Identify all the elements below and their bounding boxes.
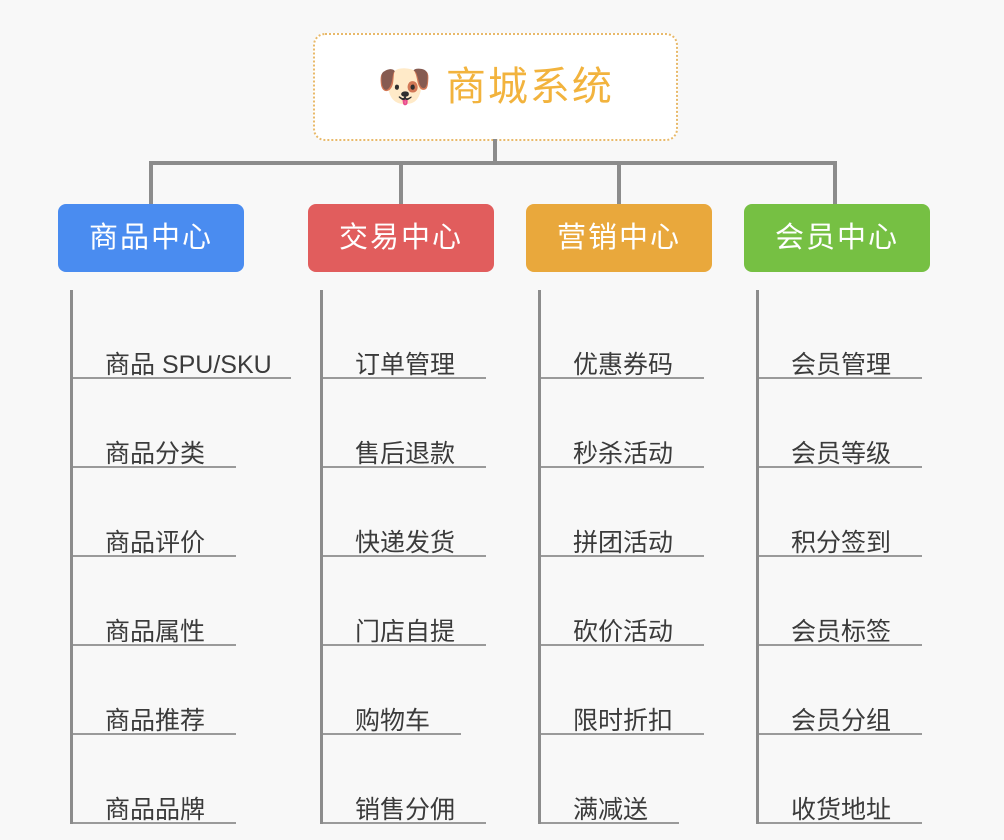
branch-trade-center: 交易中心 订单管理 售后退款 快递发货 门店自提 购物车 [308,204,494,824]
branch-items-member-center: 会员管理 会员等级 积分签到 会员标签 会员分组 收货地址 [756,290,930,824]
list-item-label: 商品评价 [105,528,206,557]
list-item[interactable]: 会员分组 [759,646,930,735]
list-item[interactable]: 限时折扣 [541,646,712,735]
list-item-label: 商品 SPU/SKU [105,350,272,379]
list-item-label: 门店自提 [355,617,456,646]
branch-header-label: 商品中心 [88,221,213,254]
branch-header-marketing-center[interactable]: 营销中心 [526,204,712,272]
list-item-label: 商品属性 [105,617,206,646]
list-item-label: 秒杀活动 [573,439,674,468]
list-item[interactable]: 购物车 [323,646,494,735]
root-node[interactable]: 🐶 商城系统 [313,33,678,141]
list-item-label: 会员标签 [791,617,892,646]
list-item[interactable]: 商品属性 [73,557,244,646]
list-item[interactable]: 商品 SPU/SKU [73,290,291,379]
connector-horizontal-bus [149,161,837,165]
list-item[interactable]: 收货地址 [759,735,930,824]
list-item[interactable]: 商品品牌 [73,735,244,824]
list-item-label: 会员管理 [791,350,892,379]
list-item[interactable]: 快递发货 [323,468,494,557]
list-item-label: 售后退款 [355,439,456,468]
list-item[interactable]: 会员标签 [759,557,930,646]
branch-marketing-center: 营销中心 优惠券码 秒杀活动 拼团活动 砍价活动 限时折扣 [526,204,712,824]
list-item-label: 拼团活动 [573,528,674,557]
list-item[interactable]: 门店自提 [323,557,494,646]
list-item[interactable]: 会员管理 [759,290,930,379]
branch-items-product-center: 商品 SPU/SKU 商品分类 商品评价 商品属性 商品推荐 商品品牌 [70,290,291,824]
list-item[interactable]: 会员等级 [759,379,930,468]
list-item[interactable]: 拼团活动 [541,468,712,557]
list-item[interactable]: 秒杀活动 [541,379,712,468]
connector-drop-2 [399,161,403,206]
list-item[interactable]: 优惠券码 [541,290,712,379]
branch-header-product-center[interactable]: 商品中心 [58,204,244,272]
list-item-label: 满减送 [573,795,649,824]
connector-drop-1 [149,161,153,206]
list-item-label: 快递发货 [355,528,456,557]
list-item[interactable]: 销售分佣 [323,735,494,824]
connector-drop-4 [833,161,837,206]
list-item-label: 砍价活动 [573,617,674,646]
list-item-label: 会员分组 [791,706,892,735]
branch-header-label: 营销中心 [556,221,681,254]
list-item-label: 商品品牌 [105,795,206,824]
list-item[interactable]: 售后退款 [323,379,494,468]
connector-drop-3 [617,161,621,206]
list-item[interactable]: 砍价活动 [541,557,712,646]
branch-items-marketing-center: 优惠券码 秒杀活动 拼团活动 砍价活动 限时折扣 满减送 [538,290,712,824]
list-item-label: 购物车 [355,706,431,735]
list-item-label: 积分签到 [791,528,892,557]
branch-header-trade-center[interactable]: 交易中心 [308,204,494,272]
list-item-label: 限时折扣 [573,706,674,735]
branch-header-member-center[interactable]: 会员中心 [744,204,930,272]
branch-items-trade-center: 订单管理 售后退款 快递发货 门店自提 购物车 销售分佣 [320,290,494,824]
list-item-label: 销售分佣 [355,795,456,824]
list-item[interactable]: 商品分类 [73,379,244,468]
list-item-label: 优惠券码 [573,350,674,379]
root-title: 商城系统 [445,65,614,109]
branch-member-center: 会员中心 会员管理 会员等级 积分签到 会员标签 会员分组 [744,204,930,824]
list-item[interactable]: 商品推荐 [73,646,244,735]
list-item-label: 收货地址 [791,795,892,824]
list-item[interactable]: 订单管理 [323,290,494,379]
list-item-label: 商品推荐 [105,706,206,735]
branch-product-center: 商品中心 商品 SPU/SKU 商品分类 商品评价 商品属性 商品推荐 [58,204,291,824]
list-item[interactable]: 积分签到 [759,468,930,557]
list-item-label: 订单管理 [355,350,456,379]
list-item-label: 会员等级 [791,439,892,468]
branch-header-label: 会员中心 [774,221,899,254]
dog-face-icon: 🐶 [377,62,432,111]
list-item[interactable]: 商品评价 [73,468,244,557]
branch-header-label: 交易中心 [338,221,463,254]
list-item[interactable]: 满减送 [541,735,712,824]
connector-root-stem [493,139,497,164]
list-item-label: 商品分类 [105,439,206,468]
